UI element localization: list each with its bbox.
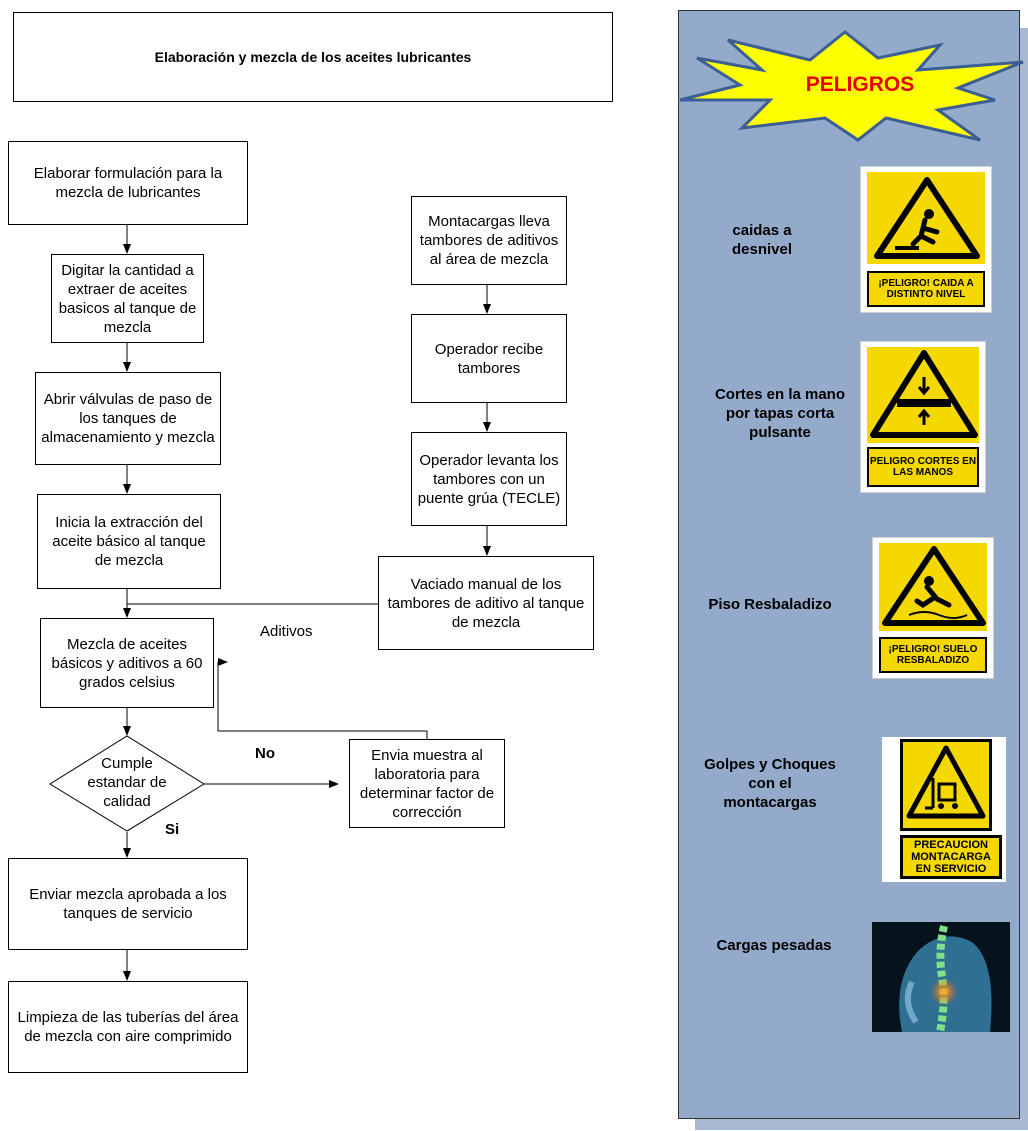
step-abrir-valvulas: Abrir válvulas de paso de los tanques de… bbox=[35, 372, 221, 465]
back-pain-image bbox=[872, 922, 1010, 1032]
step-limpieza: Limpieza de las tuberías del área de mez… bbox=[8, 981, 248, 1073]
sign-piso-text: ¡PELIGRO! SUELO RESBALADIZO bbox=[879, 637, 987, 673]
hazard-label-golpes: Golpes y Choques con el montacargas bbox=[704, 756, 836, 811]
warning-triangle-slip-icon bbox=[882, 546, 986, 626]
spine-pain-icon bbox=[899, 925, 992, 1032]
peligros-title: PELIGROS bbox=[805, 73, 915, 96]
hazard-label-caidas: caidas a desnivel bbox=[731, 222, 793, 258]
forklift-warning-icon bbox=[906, 745, 986, 819]
sign-caida-nivel: ¡PELIGRO! CAIDA A DISTINTO NIVEL bbox=[860, 166, 992, 313]
decision-label: Cumple estandar de calidad bbox=[87, 755, 167, 810]
step-inicia-extraccion: Inicia la extracción del aceite básico a… bbox=[37, 494, 221, 589]
step-mezcla-aceites: Mezcla de aceites básicos y aditivos a 6… bbox=[40, 618, 214, 708]
warning-triangle-fall-icon bbox=[874, 177, 980, 259]
sign-suelo-resbaladizo: ¡PELIGRO! SUELO RESBALADIZO bbox=[872, 537, 994, 679]
decision-no-label: No bbox=[255, 745, 275, 762]
step-envia-muestra: Envia muestra al laboratoria para determ… bbox=[349, 739, 505, 828]
step-digitar-cantidad: Digitar la cantidad a extraer de aceites… bbox=[51, 254, 204, 343]
step-vaciado-manual: Vaciado manual de los tambores de aditiv… bbox=[378, 556, 594, 650]
step-operador-recibe: Operador recibe tambores bbox=[411, 314, 567, 403]
step-formulacion: Elaborar formulación para la mezcla de l… bbox=[8, 141, 248, 225]
sign-cortes-text: PELIGRO CORTES EN LAS MANOS bbox=[867, 447, 979, 487]
hazard-label-piso: Piso Resbaladizo bbox=[708, 596, 832, 613]
step-operador-levanta: Operador levanta los tambores con un pue… bbox=[411, 432, 567, 526]
sign-cortes-manos: PELIGRO CORTES EN LAS MANOS bbox=[860, 341, 986, 493]
sign-montacarga: PRECAUCION MONTACARGA EN SERVICIO bbox=[882, 737, 1006, 882]
hazard-label-cortes: Cortes en la mano por tapas corta pulsan… bbox=[714, 386, 846, 441]
decision-yes-label: Si bbox=[165, 821, 180, 838]
step-enviar-mezcla: Enviar mezcla aprobada a los tanques de … bbox=[8, 858, 248, 950]
aditivos-label: Aditivos bbox=[260, 623, 313, 640]
diagram-title: Elaboración y mezcla de los aceites lubr… bbox=[13, 12, 613, 102]
hazard-label-cargas: Cargas pesadas bbox=[716, 937, 832, 954]
sign-caida-text: ¡PELIGRO! CAIDA A DISTINTO NIVEL bbox=[867, 271, 985, 307]
decision-diamond bbox=[49, 735, 205, 832]
step-montacargas: Montacargas lleva tambores de aditivos a… bbox=[411, 196, 567, 285]
warning-triangle-cut-icon bbox=[870, 350, 978, 438]
sign-montacarga-text: PRECAUCION MONTACARGA EN SERVICIO bbox=[900, 835, 1002, 879]
